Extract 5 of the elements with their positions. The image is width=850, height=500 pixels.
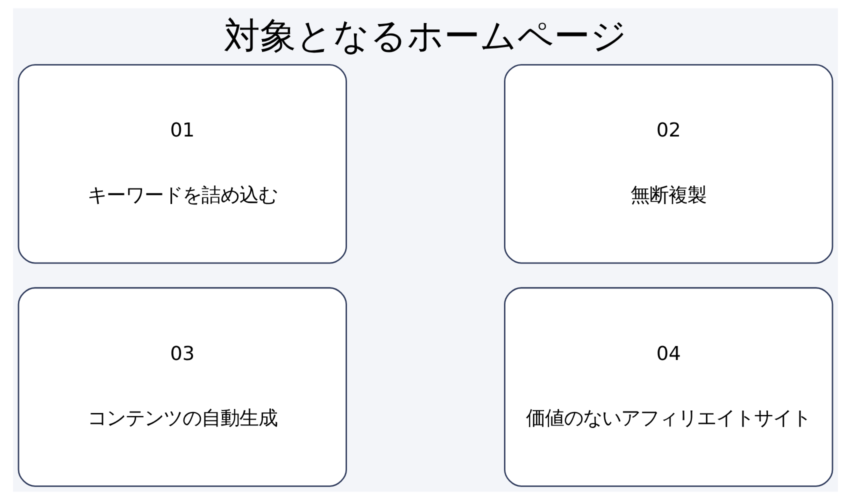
node-box: 04 価値のないアフィリエイトサイト <box>504 287 833 487</box>
node-box: 03 コンテンツの自動生成 <box>17 287 346 487</box>
diagram-title: 対象となるホームページ <box>224 16 626 57</box>
node-box: 02 無断複製 <box>504 64 833 264</box>
node-box: 01 キーワードを詰め込む <box>17 64 346 264</box>
